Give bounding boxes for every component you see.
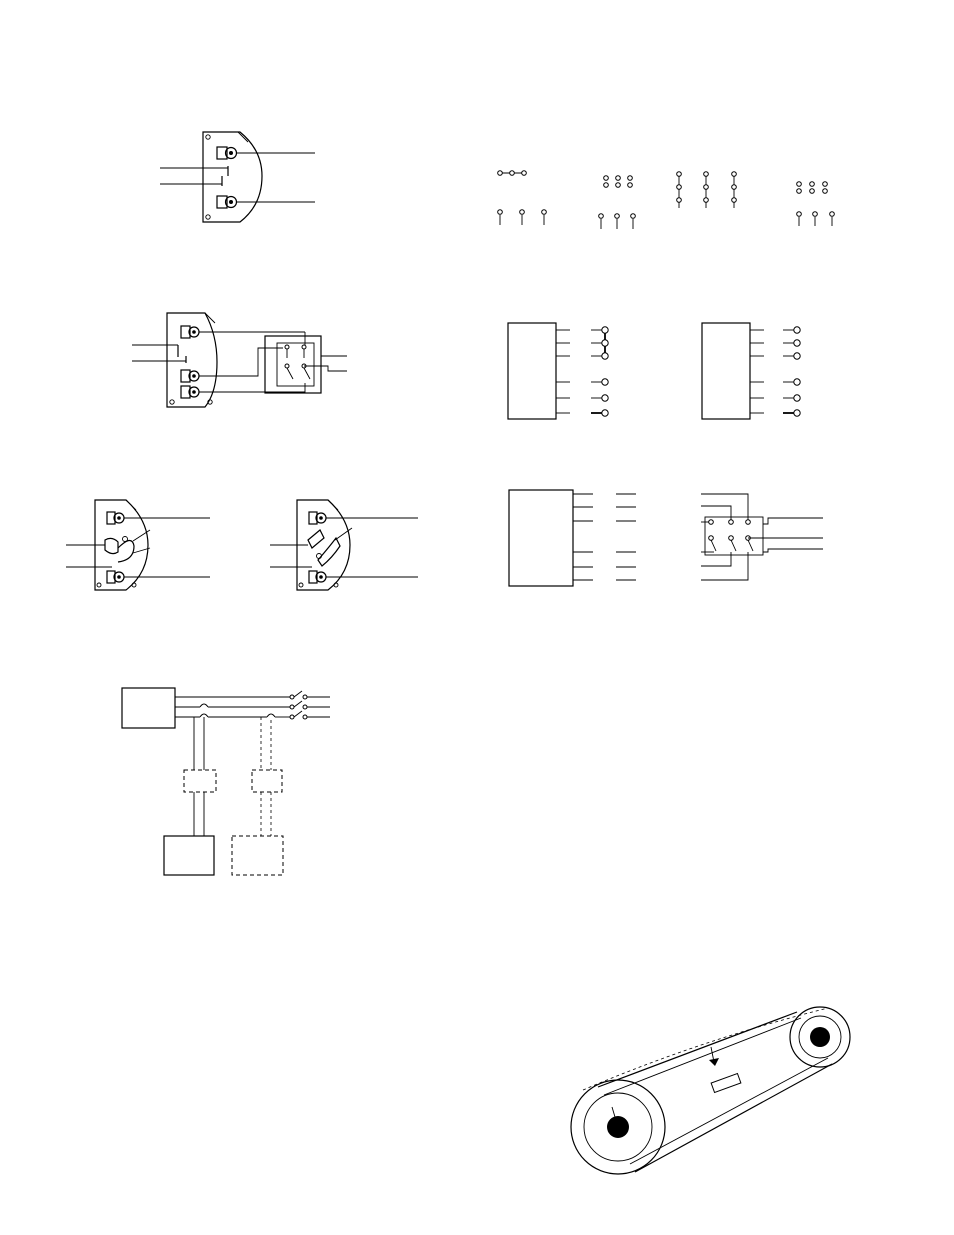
switch-2-terminal bbox=[160, 132, 315, 222]
contact-3-drop bbox=[498, 210, 547, 225]
contact-3-vertical bbox=[677, 172, 737, 208]
terminal-block-and-contact-wiring bbox=[509, 490, 823, 586]
contact-2-horizontal bbox=[498, 171, 527, 176]
contact-3-pair bbox=[604, 176, 633, 188]
switch-3-terminal-wired bbox=[132, 313, 347, 407]
terminal-blocks bbox=[508, 323, 800, 419]
switch-toggle-pair bbox=[66, 500, 418, 590]
contact-3-drop-c bbox=[797, 212, 835, 226]
contact-3-pair-right bbox=[797, 182, 828, 194]
belt-drive bbox=[571, 1007, 850, 1174]
contact-symbols bbox=[498, 171, 835, 229]
contact-3-drop-b bbox=[599, 214, 636, 229]
power-supply-wiring bbox=[122, 688, 330, 875]
